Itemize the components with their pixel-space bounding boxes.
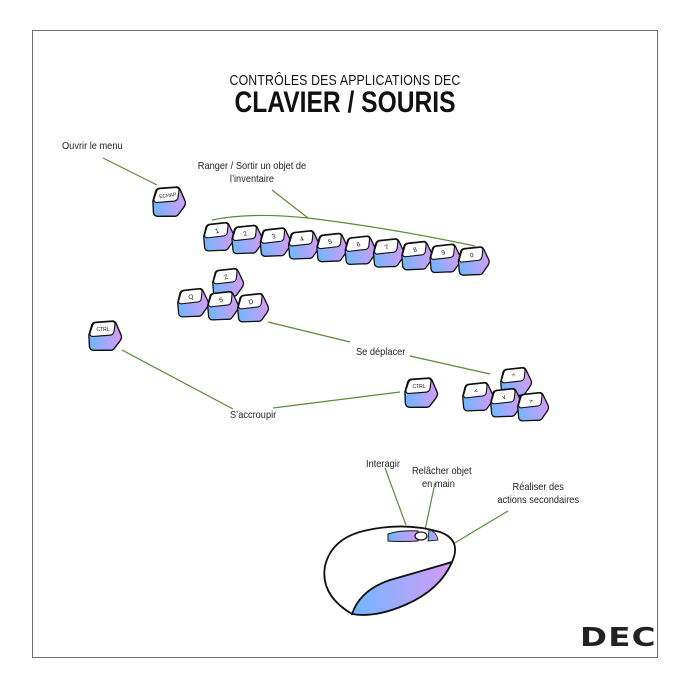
label-open-menu: Ouvrir le menu	[62, 140, 123, 152]
mouse-side-grip	[350, 560, 454, 616]
key-number-8: 8	[398, 238, 436, 274]
leader-open-menu	[102, 157, 158, 186]
leader-crouch-right	[272, 391, 401, 409]
key-number-7-label: 7	[384, 244, 390, 252]
key-arrow-up: ^	[497, 364, 535, 400]
key-move-s: S	[204, 288, 242, 324]
mouse-right-button	[427, 529, 439, 542]
leader-release	[424, 482, 436, 531]
label-secondary-line1: Réaliser des	[512, 481, 564, 493]
key-number-4-label: 4	[299, 236, 305, 244]
key-number-9-label: 9	[441, 249, 447, 257]
key-number-5-label: 5	[327, 238, 333, 246]
key-number-2-label: 2	[243, 230, 249, 238]
key-number-9: 9	[426, 241, 464, 276]
key-ctrl-right-label: CTRL	[412, 384, 425, 390]
key-ctrl-left: CTRL	[85, 318, 124, 354]
key-escape: ECHAP	[149, 184, 188, 220]
key-number-4: 4	[285, 227, 323, 263]
arrow-keys: ^ < v >	[459, 364, 552, 425]
key-arrow-down: v	[487, 385, 525, 421]
label-release: Relâcher objet en main	[412, 465, 472, 491]
key-ctrl-right: CTRL	[401, 375, 440, 411]
leader-inventory-arc	[211, 214, 476, 247]
key-number-2: 2	[228, 222, 266, 258]
mouse-left-button	[387, 530, 419, 542]
label-release-line1: Relâcher objet	[412, 465, 472, 477]
key-move-z-label: Z	[223, 273, 229, 281]
key-arrow-down-label: v	[501, 393, 507, 401]
key-move-q: Q	[174, 285, 212, 321]
key-number-1: 1	[200, 219, 238, 255]
label-secondary-line2: actions secondaires	[497, 494, 580, 506]
label-inventory-line2: l’inventaire	[229, 173, 275, 185]
key-number-7: 7	[369, 235, 407, 271]
key-number-8-label: 8	[412, 246, 418, 254]
page-frame	[32, 30, 658, 658]
leader-interact	[384, 467, 407, 526]
key-arrow-left: <	[459, 379, 497, 415]
key-arrow-right: >	[514, 389, 552, 425]
key-number-3-label: 3	[271, 233, 277, 241]
main-title: CLAVIER / SOURIS	[234, 86, 456, 119]
key-ctrl-left-label: CTRL	[96, 327, 109, 333]
mouse-illustration	[323, 525, 456, 616]
leader-inventory	[271, 189, 309, 219]
leader-move-left	[267, 321, 351, 343]
leader-lines	[102, 157, 509, 551]
key-number-0-label: 0	[469, 252, 475, 260]
label-inventory-line1: Ranger / Sortir un objet de	[197, 160, 307, 172]
subtitle: CONTRÔLES DES APPLICATIONS DEC	[229, 72, 461, 89]
key-move-s-label: S	[218, 296, 225, 304]
leader-crouch-left	[121, 349, 234, 410]
label-inventory: Ranger / Sortir un objet de l’inventaire	[186, 160, 318, 186]
label-release-line2: en main	[421, 478, 455, 490]
mouse-wheel	[414, 531, 428, 541]
number-keys-row: 1 2 3 4 5 6 7 8 9 0	[200, 219, 492, 279]
movement-keys: Z Q S D	[174, 265, 272, 326]
key-number-3: 3	[256, 225, 294, 260]
key-move-q-label: Q	[188, 293, 195, 301]
key-arrow-left-label: <	[473, 387, 479, 395]
key-move-z: Z	[209, 265, 247, 301]
key-number-1-label: 1	[214, 227, 220, 235]
key-arrow-up-label: ^	[512, 372, 518, 380]
key-number-6-label: 6	[356, 241, 362, 249]
key-escape-label: ECHAP	[159, 192, 178, 200]
key-number-0: 0	[454, 244, 492, 279]
label-move: Se déplacer	[356, 346, 406, 358]
key-number-5: 5	[313, 230, 351, 266]
label-crouch: S’accroupir	[230, 409, 277, 421]
dec-logo: DEC	[580, 623, 657, 653]
key-number-6: 6	[341, 233, 379, 268]
label-interact: Interagir	[366, 458, 400, 470]
key-arrow-right-label: >	[528, 397, 534, 405]
key-move-d: D	[234, 290, 272, 326]
label-secondary: Réaliser des actions secondaires	[496, 481, 580, 507]
key-move-d-label: D	[248, 298, 255, 306]
leader-move-right	[409, 355, 491, 375]
